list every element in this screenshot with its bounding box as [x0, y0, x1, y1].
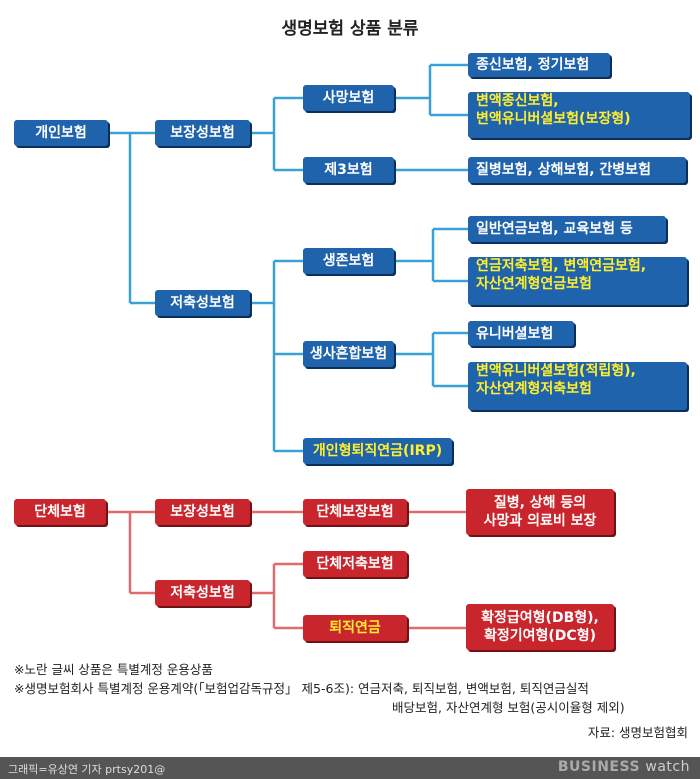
- leaf-variable-annuity: 연금저축보험, 변액연금보험, 자산연계형연금보험: [468, 257, 687, 305]
- node-retirement-pension: 퇴직연금: [303, 615, 407, 641]
- leaf-third-items: 질병보험, 상해보험, 간병보험: [468, 157, 686, 183]
- brand-logo: BUSINESS watch: [557, 759, 690, 775]
- graphic-credit: 그래픽=유상연 기자 prtsy201@: [8, 763, 166, 776]
- connector-personal-protection: [250, 96, 303, 172]
- note-special-account-cont: 배당보험, 자산연계형 보험(공시이율형 제외): [392, 700, 625, 715]
- connector-personal-savings: [250, 259, 303, 453]
- connector-mixed: [394, 331, 468, 388]
- node-personal-savings: 저축성보험: [155, 290, 250, 316]
- leaf-pension-types: 확정급여형(DB형), 확정기여형(DC형): [466, 604, 614, 650]
- leaf-group-protection-detail: 질병, 상해 등의 사망과 의료비 보장: [466, 489, 614, 535]
- connector-survival: [394, 227, 468, 283]
- node-group-savings-insurance: 단체저축보험: [303, 551, 407, 577]
- footnotes: ※노란 글씨 상품은 특별계정 운용상품 ※생명보험회사 특별계정 운용계약(「…: [14, 660, 625, 717]
- node-group-protection-insurance: 단체보장보험: [303, 499, 407, 525]
- node-personal-protection: 보장성보험: [155, 120, 250, 146]
- connector-personal-root: [108, 131, 155, 305]
- connector-group-root: [106, 510, 155, 595]
- node-personal-insurance: 개인보험: [14, 120, 108, 146]
- node-group-protection: 보장성보험: [155, 499, 250, 525]
- note-special-account: ※생명보험회사 특별계정 운용계약(「보험업감독규정」 제5-6조): 연금저축…: [14, 681, 589, 696]
- node-irp: 개인형퇴직연금(IRP): [303, 438, 452, 464]
- node-mixed-insurance: 생사혼합보험: [303, 341, 394, 367]
- node-third-insurance: 제3보험: [303, 157, 394, 183]
- leaf-variable-death: 변액종신보험, 변액유니버셜보험(보장형): [468, 92, 690, 138]
- node-group-insurance: 단체보험: [14, 499, 106, 525]
- footer-bar: 그래픽=유상연 기자 prtsy201@ BUSINESS watch: [0, 757, 700, 779]
- source-label: 자료: 생명보험협회: [587, 725, 688, 740]
- node-group-savings: 저축성보험: [155, 580, 250, 606]
- node-death-insurance: 사망보험: [303, 85, 394, 111]
- note-yellow-text: ※노란 글씨 상품은 특별계정 운용상품: [14, 662, 213, 677]
- connector-group-savings: [250, 562, 303, 630]
- node-survival-insurance: 생존보험: [303, 248, 394, 274]
- leaf-variable-universal: 변액유니버셜보험(적립형), 자산연계형저축보험: [468, 362, 687, 410]
- leaf-universal: 유니버셜보험: [468, 321, 574, 346]
- leaf-general-annuity: 일반연금보험, 교육보험 등: [468, 216, 666, 242]
- connector-death: [394, 63, 468, 117]
- leaf-whole-term-life: 종신보험, 정기보험: [468, 53, 610, 77]
- diagram-title: 생명보험 상품 분류: [281, 19, 419, 39]
